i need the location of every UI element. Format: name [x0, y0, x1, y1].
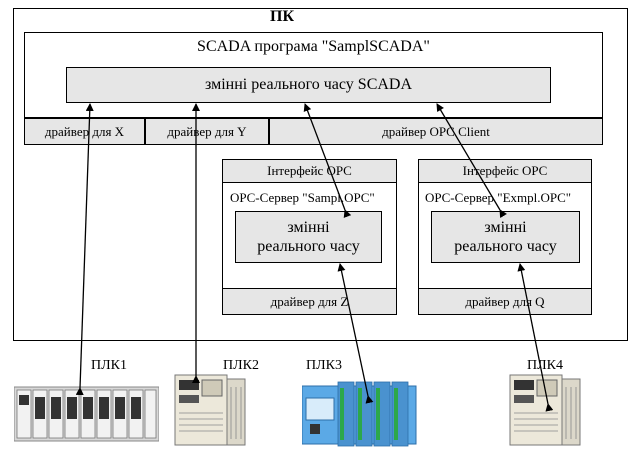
scada-program-label: SCADA програма "SamplSCADA": [197, 38, 430, 55]
opc-server-name-1: OPC-Сервер "Sampl.OPC": [230, 190, 375, 205]
plc2-image: [174, 374, 246, 446]
opc-vars-1-line2: реального часу: [257, 238, 360, 255]
driver-opc-client: драйвер OPC Client: [269, 118, 603, 145]
pc-frame: [13, 8, 628, 341]
pc-title: ПК: [270, 8, 295, 25]
driver-q: драйвер для Q: [418, 288, 592, 315]
plc2-label: ПЛК2: [223, 358, 259, 373]
plc1-image: [14, 386, 159, 442]
opc-vars-2: змінні реального часу: [431, 211, 580, 263]
plc3-label: ПЛК3: [306, 358, 342, 373]
opc-vars-1-line1: змінні: [287, 219, 330, 236]
plc1-label: ПЛК1: [91, 358, 127, 373]
opc-vars-1: змінні реального часу: [235, 211, 382, 263]
plc4-label: ПЛК4: [527, 358, 563, 373]
driver-x: драйвер для X: [24, 118, 145, 145]
opc-interface-2: Інтерфейс OPC: [418, 159, 592, 183]
opc-interface-1: Інтерфейс OPC: [222, 159, 397, 183]
opc-server-name-2: OPC-Сервер "Exmpl.OPC": [425, 190, 572, 205]
plc4-image: [509, 374, 581, 446]
driver-y: драйвер для Y: [145, 118, 269, 145]
scada-realtime-vars: змінні реального часу SCADA: [66, 67, 551, 103]
plc3-image: [302, 381, 417, 447]
driver-z: драйвер для Z: [222, 288, 397, 315]
opc-vars-2-line1: змінні: [484, 219, 527, 236]
opc-vars-2-line2: реального часу: [454, 238, 557, 255]
